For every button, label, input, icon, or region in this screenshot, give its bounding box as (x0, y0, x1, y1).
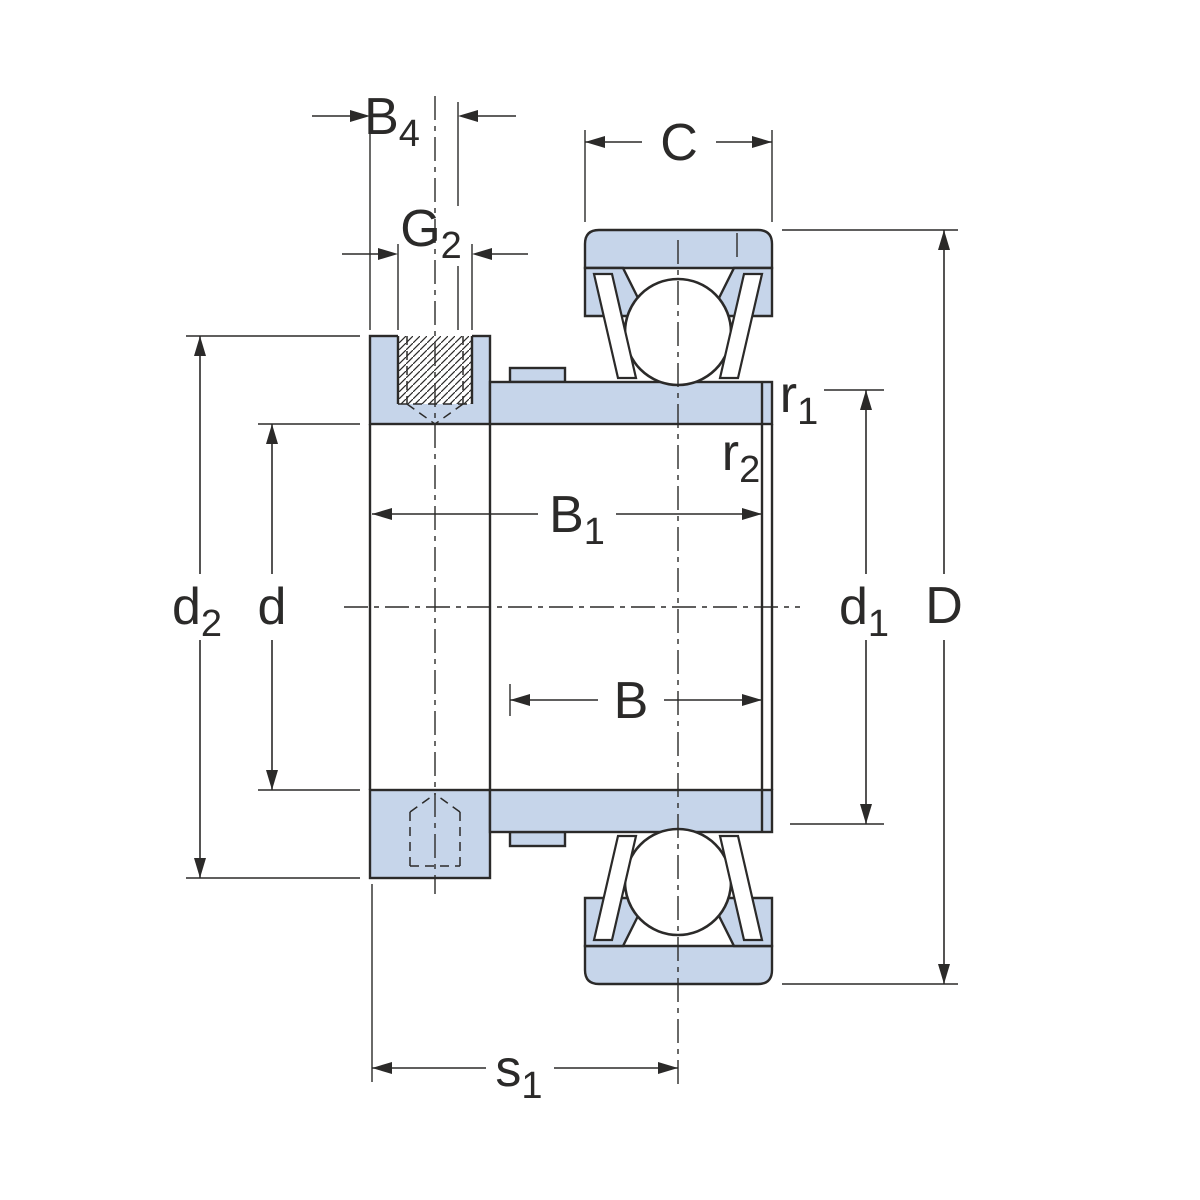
drill-point-right (434, 403, 464, 425)
hex-socket-point-left (409, 793, 436, 813)
inner-ring-band-bottom (488, 788, 774, 834)
seal-top-left (592, 272, 638, 380)
label-b4: B4 (364, 88, 420, 155)
grub-screw-hex-socket-hidden (409, 793, 461, 867)
label-D: D (925, 577, 963, 635)
b4-arrow-right (458, 110, 478, 122)
d1-arrow-top (860, 390, 872, 410)
dimension-s1: s1 (371, 884, 678, 1107)
d-arrow-bottom (266, 770, 278, 790)
seal-top-right (718, 272, 764, 380)
dimension-d: d (258, 423, 360, 791)
dimension-d1: d1 (790, 389, 889, 825)
b4-arrow-left (350, 110, 370, 122)
outer-ring-bottom-band (583, 944, 774, 986)
b1-arrow-left (372, 508, 392, 520)
label-b1: B1 (549, 486, 605, 553)
d2-arrow-top (194, 336, 206, 356)
label-b: B (614, 672, 649, 730)
c-arrow-right (752, 136, 772, 148)
inner-ring-band-top (488, 380, 774, 426)
g2-arrow-left (378, 248, 398, 260)
label-g2: G2 (400, 200, 462, 267)
inner-ring-step-bottom (508, 830, 567, 848)
seal-bottom-left (592, 834, 638, 942)
label-d1: d1 (839, 578, 889, 645)
D-arrow-top (938, 230, 950, 250)
b-arrow-left (510, 694, 530, 706)
drill-point-left (406, 403, 436, 425)
dimension-b4: B4 (312, 88, 516, 330)
dimension-c: C (584, 114, 773, 222)
s1-arrow-right (658, 1062, 678, 1074)
dimension-d2: d2 (172, 335, 360, 879)
dimension-b1: B1 (372, 486, 762, 553)
collar-bottom-section (368, 788, 492, 880)
dimension-g2: G2 (342, 200, 528, 330)
label-s1: s1 (495, 1040, 542, 1107)
s1-arrow-left (372, 1062, 392, 1074)
inner-ring-step-top (508, 366, 567, 384)
dimension-b: B (509, 672, 762, 730)
seals-top (592, 272, 764, 380)
dimension-D: D (782, 229, 963, 985)
D-arrow-bottom (938, 964, 950, 984)
d1-arrow-bottom (860, 804, 872, 824)
c-arrow-left (585, 136, 605, 148)
hex-socket-point-right (434, 793, 461, 813)
label-d2: d2 (172, 578, 222, 645)
inner-ring (488, 366, 774, 848)
seals-bottom (592, 834, 764, 942)
b-arrow-right (742, 694, 762, 706)
locking-collar (368, 333, 492, 880)
d-arrow-top (266, 424, 278, 444)
d2-arrow-bottom (194, 858, 206, 878)
label-d: d (258, 578, 287, 636)
g2-arrow-right (472, 248, 492, 260)
b1-arrow-right (742, 508, 762, 520)
seal-bottom-right (718, 834, 764, 942)
centerlines (344, 96, 800, 1086)
label-c: C (660, 114, 698, 172)
label-r1: r1 (780, 366, 818, 433)
label-r2: r2 (722, 424, 760, 491)
